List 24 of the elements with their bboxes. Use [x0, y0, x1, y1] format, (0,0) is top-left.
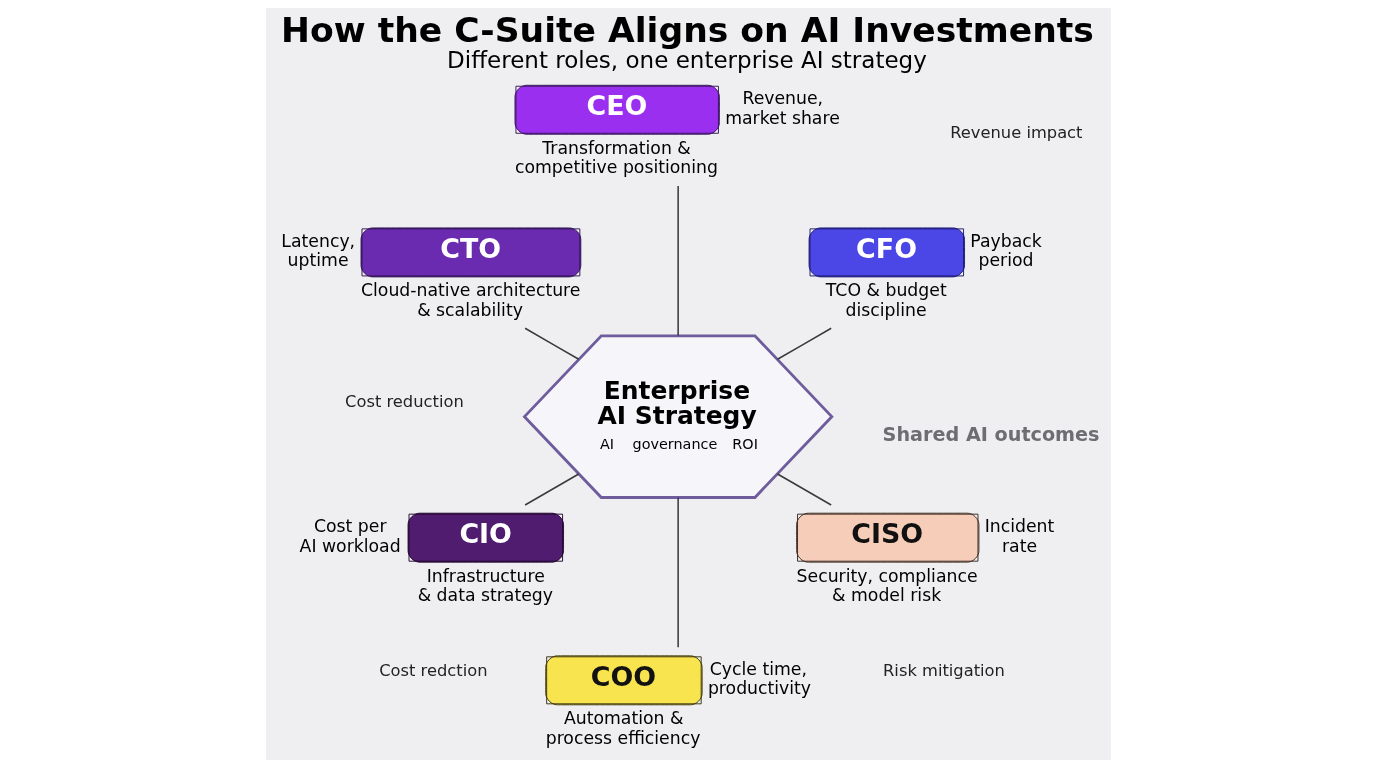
connector [776, 327, 832, 360]
label: Cost redction [378, 660, 487, 680]
label: Risk mitigation [882, 660, 1005, 680]
connector [523, 327, 579, 360]
node-label: Automation & process efficiency [545, 708, 700, 748]
connector [676, 496, 679, 649]
node-label: Cost per AI workload [299, 516, 401, 556]
connector [523, 473, 579, 506]
node-label: Revenue, market share [724, 88, 840, 128]
node-label: Security, compliance & model risk [796, 565, 978, 605]
diagram-title: How the C-Suite Aligns on AI Investments [280, 10, 1094, 51]
connector [776, 473, 832, 506]
node-label: Latency, uptime [280, 231, 355, 271]
label: Revenue impact [949, 123, 1082, 143]
node-label: Infrastructure & data strategy [417, 565, 553, 605]
node-label: Transformation & competitive positioning [514, 137, 718, 178]
node-label: Incident rate [984, 516, 1054, 556]
connector [676, 185, 679, 337]
label: Cost reduction [344, 392, 464, 412]
node-label: TCO & budget discipline [825, 280, 947, 320]
label: Shared AI outcomes [882, 422, 1100, 446]
node-label: Cloud-native architecture & scalability [360, 280, 580, 320]
node-label: Cycle time, productivity [707, 658, 811, 699]
node-label: Payback period [969, 231, 1042, 271]
